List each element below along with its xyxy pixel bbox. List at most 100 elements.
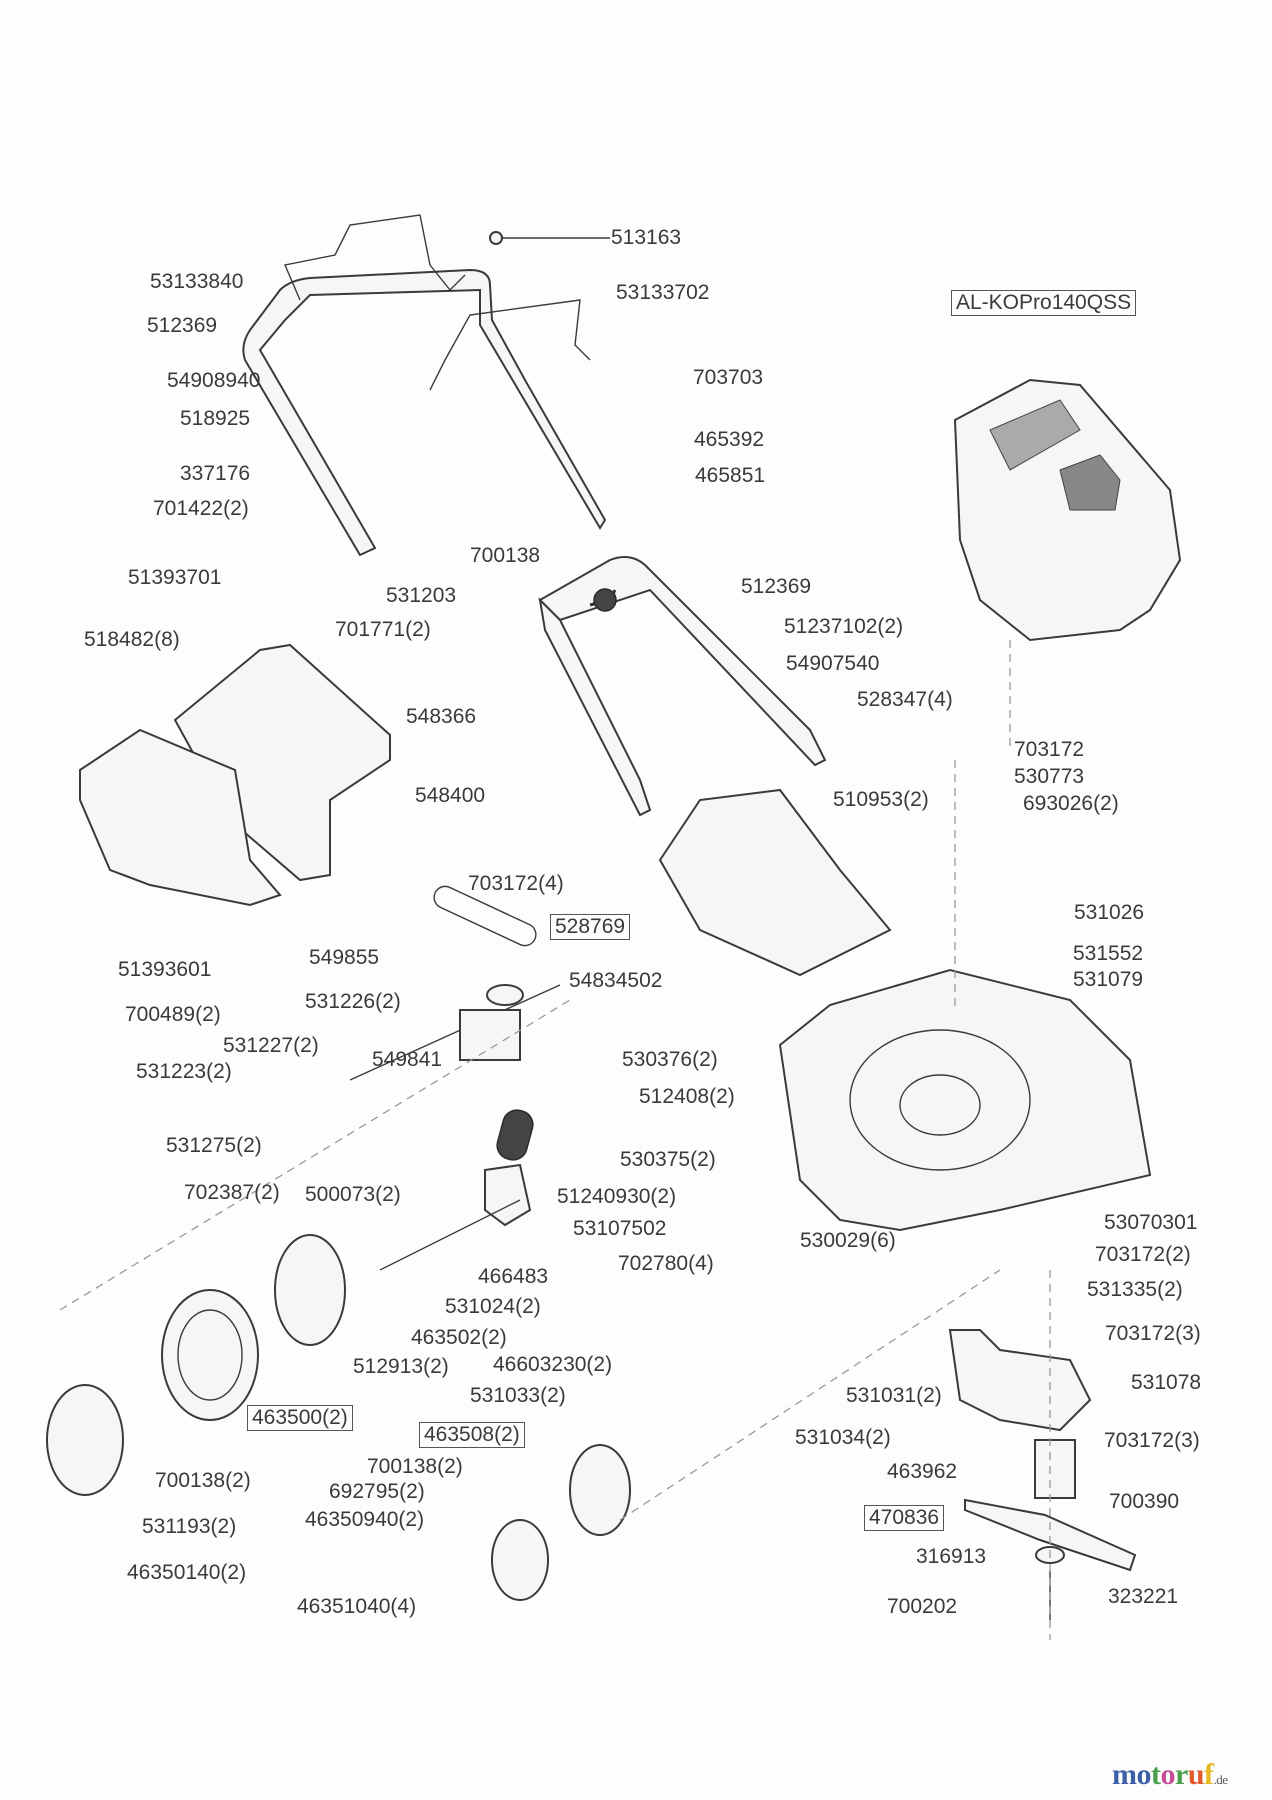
part-label[interactable]: 53133702 <box>616 281 710 304</box>
part-label[interactable]: 46350940(2) <box>305 1508 425 1531</box>
part-label[interactable]: 700138(2) <box>367 1455 463 1478</box>
part-label[interactable]: 54907540 <box>786 652 880 675</box>
part-label[interactable]: 316913 <box>916 1545 987 1568</box>
part-label[interactable]: 548366 <box>406 705 477 728</box>
part-label[interactable]: 531193(2) <box>142 1515 237 1538</box>
part-label[interactable]: 693026(2) <box>1023 792 1119 815</box>
logo-tld: .de <box>1213 1772 1229 1787</box>
part-label[interactable]: 46350140(2) <box>127 1561 247 1584</box>
grass-catcher-51393701 <box>79 643 391 907</box>
assembly-line <box>59 999 571 1311</box>
part-label[interactable]: 465851 <box>695 464 766 487</box>
part-label[interactable]: 53107502 <box>573 1217 667 1240</box>
part-label[interactable]: 700489(2) <box>125 1003 221 1026</box>
part-label[interactable]: 54834502 <box>569 969 663 992</box>
part-label[interactable]: 500073(2) <box>305 1183 401 1206</box>
mower-deck-53070301 <box>778 968 1152 1232</box>
blade-carrier-531078 <box>948 1329 1092 1432</box>
upper-handle-54908940 <box>242 268 607 557</box>
part-label[interactable]: 463502(2) <box>411 1326 507 1349</box>
part-label[interactable]: 512913(2) <box>353 1355 449 1378</box>
part-label[interactable]: 531033(2) <box>470 1384 566 1407</box>
logo-letter: u <box>1187 1758 1205 1791</box>
part-label[interactable]: 512408(2) <box>639 1085 735 1108</box>
handle-bar-53133702 <box>429 299 591 391</box>
part-label[interactable]: 51240930(2) <box>557 1185 677 1208</box>
part-label[interactable]: 701771(2) <box>335 618 431 641</box>
part-label[interactable]: 530773 <box>1014 765 1085 788</box>
part-label[interactable]: 531226(2) <box>305 990 401 1013</box>
part-label[interactable]: 703172 <box>1014 738 1085 761</box>
part-label[interactable]: 54908940 <box>167 369 261 392</box>
part-label[interactable]: 512369 <box>147 314 218 337</box>
part-label[interactable]: 530376(2) <box>622 1048 718 1071</box>
part-label[interactable]: 51237102(2) <box>784 615 904 638</box>
part-label[interactable]: 530375(2) <box>620 1148 716 1171</box>
part-label[interactable]: 549855 <box>309 946 380 969</box>
drive-axle-549841 <box>349 984 561 1081</box>
part-label[interactable]: 531552 <box>1073 942 1144 965</box>
part-label[interactable]: 703172(3) <box>1105 1322 1201 1345</box>
part-label[interactable]: 700202 <box>887 1595 958 1618</box>
motoruf-watermark-logo: motoruf.de <box>1112 1758 1228 1792</box>
logo-letter: f <box>1204 1758 1214 1791</box>
rear-wheel-463500 <box>161 1289 259 1421</box>
part-label[interactable]: 528347(4) <box>857 688 953 711</box>
part-label[interactable]: 700138 <box>470 544 541 567</box>
boxed-part-label[interactable]: 463508(2) <box>419 1422 525 1448</box>
rear-axle-466483 <box>379 1199 521 1271</box>
washer-513163 <box>489 231 503 245</box>
part-label[interactable]: 46351040(4) <box>297 1595 417 1618</box>
part-label[interactable]: 703172(2) <box>1095 1243 1191 1266</box>
part-label[interactable]: 512369 <box>741 575 812 598</box>
part-label[interactable]: 466483 <box>478 1265 549 1288</box>
part-label[interactable]: 510953(2) <box>833 788 929 811</box>
boxed-part-label[interactable]: 470836 <box>864 1505 945 1531</box>
gearbox <box>459 1009 521 1061</box>
part-label[interactable]: 53070301 <box>1104 1211 1198 1234</box>
part-label[interactable]: 700138(2) <box>155 1469 251 1492</box>
part-label[interactable]: 46603230(2) <box>493 1353 613 1376</box>
part-label[interactable]: 531078 <box>1131 1371 1202 1394</box>
part-label[interactable]: 702780(4) <box>618 1252 714 1275</box>
boxed-part-label[interactable]: 463500(2) <box>247 1405 353 1431</box>
rear-flap-54834502 <box>658 788 892 977</box>
part-label[interactable]: 701422(2) <box>153 497 249 520</box>
part-label[interactable]: 703172(4) <box>468 872 564 895</box>
engine-model-label[interactable]: AL-KOPro140QSS <box>951 290 1137 316</box>
part-label[interactable]: 692795(2) <box>329 1480 425 1503</box>
part-label[interactable]: 531034(2) <box>795 1426 891 1449</box>
part-label[interactable]: 518482(8) <box>84 628 180 651</box>
part-label[interactable]: 53133840 <box>150 270 244 293</box>
part-label[interactable]: 531024(2) <box>445 1295 541 1318</box>
part-label[interactable]: 548400 <box>415 784 486 807</box>
part-label[interactable]: 700390 <box>1109 1490 1180 1513</box>
part-label[interactable]: 531223(2) <box>136 1060 232 1083</box>
part-label[interactable]: 531026 <box>1074 901 1145 924</box>
part-label[interactable]: 531079 <box>1073 968 1144 991</box>
part-label[interactable]: 513163 <box>611 226 682 249</box>
part-label[interactable]: 337176 <box>180 462 251 485</box>
logo-letter: m <box>1112 1758 1137 1791</box>
part-label[interactable]: 323221 <box>1108 1585 1179 1608</box>
boxed-part-label[interactable]: 528769 <box>550 914 631 940</box>
part-label[interactable]: 531227(2) <box>223 1034 319 1057</box>
part-label[interactable]: 703703 <box>693 366 764 389</box>
part-label[interactable]: 531275(2) <box>166 1134 262 1157</box>
part-label[interactable]: 51393701 <box>128 566 222 589</box>
part-label[interactable]: 530029(6) <box>800 1229 896 1252</box>
part-label[interactable]: 703172(3) <box>1104 1429 1200 1452</box>
part-label[interactable]: 549841 <box>372 1048 443 1071</box>
part-label[interactable]: 465392 <box>694 428 765 451</box>
part-label[interactable]: 531031(2) <box>846 1384 942 1407</box>
part-label[interactable]: 531335(2) <box>1087 1278 1183 1301</box>
part-label[interactable]: 702387(2) <box>184 1181 280 1204</box>
part-label[interactable]: 531203 <box>386 584 457 607</box>
part-label[interactable]: 463962 <box>887 1460 958 1483</box>
part-label[interactable]: 518925 <box>180 407 251 430</box>
part-label[interactable]: 51393601 <box>118 958 212 981</box>
star-knob-icon <box>593 588 617 612</box>
logo-letter: r <box>1175 1758 1188 1791</box>
blade-adapter-463962 <box>1034 1439 1076 1499</box>
